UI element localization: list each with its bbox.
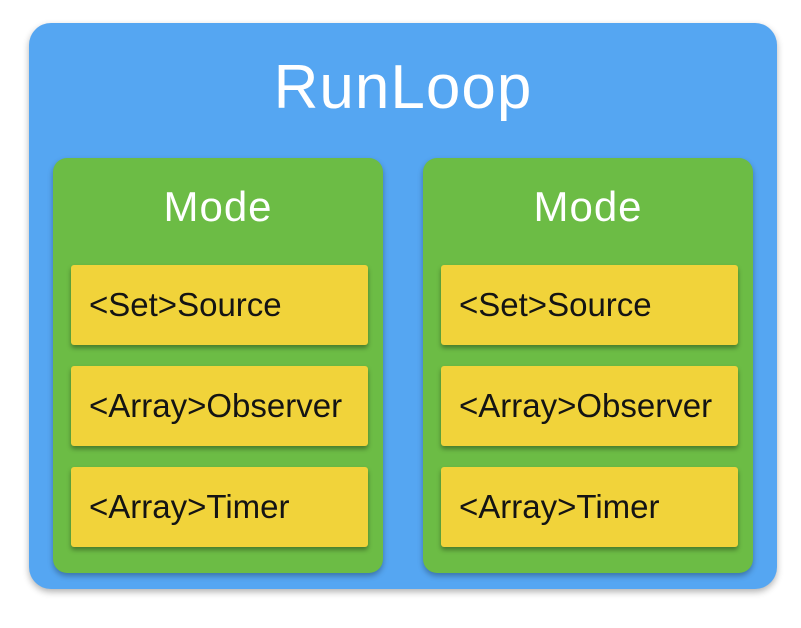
- item-set-source: <Set>Source: [71, 265, 368, 345]
- item-array-timer: <Array>Timer: [441, 467, 738, 547]
- mode-items: <Set>Source <Array>Observer <Array>Timer: [441, 265, 738, 547]
- mode-items: <Set>Source <Array>Observer <Array>Timer: [71, 265, 368, 547]
- item-set-source: <Set>Source: [441, 265, 738, 345]
- item-array-timer: <Array>Timer: [71, 467, 368, 547]
- item-array-observer: <Array>Observer: [441, 366, 738, 446]
- mode-title: Mode: [533, 183, 643, 230]
- mode-box-left: Mode <Set>Source <Array>Observer <Array>…: [53, 158, 383, 573]
- item-array-observer: <Array>Observer: [71, 366, 368, 446]
- runloop-container: RunLoop Mode <Set>Source <Array>Observer…: [29, 23, 777, 589]
- runloop-title: RunLoop: [273, 53, 533, 122]
- mode-title: Mode: [163, 183, 273, 230]
- mode-box-right: Mode <Set>Source <Array>Observer <Array>…: [423, 158, 753, 573]
